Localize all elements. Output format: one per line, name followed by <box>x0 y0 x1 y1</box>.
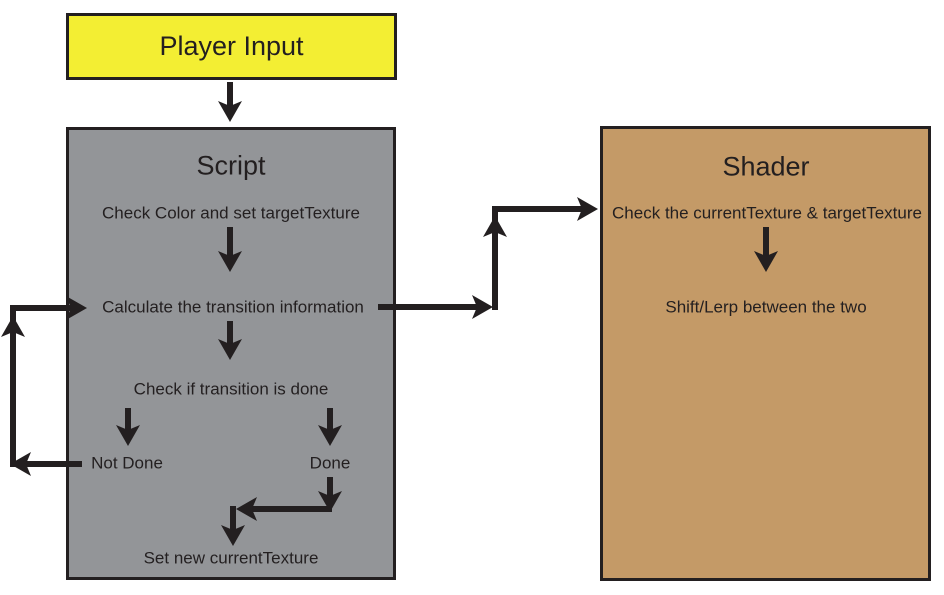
step-shift-lerp: Shift/Lerp between the two <box>665 297 867 317</box>
script-title: Script <box>196 150 266 181</box>
shader-title: Shader <box>722 151 810 182</box>
player-input-node: Player Input <box>66 13 397 80</box>
step-check-done: Check if transition is done <box>133 379 329 399</box>
script-node <box>66 127 396 580</box>
arrow-calculate-to-shader <box>378 197 598 319</box>
step-check-textures: Check the currentTexture & targetTexture <box>612 203 922 223</box>
player-input-label: Player Input <box>159 31 304 61</box>
step-set-new: Set new currentTexture <box>143 548 319 568</box>
step-not-done: Not Done <box>91 453 163 473</box>
step-check-color: Check Color and set targetTexture <box>102 203 360 223</box>
step-done: Done <box>309 453 351 473</box>
arrow-player-to-script <box>218 82 242 122</box>
shader-node <box>600 126 931 581</box>
step-calculate: Calculate the transition information <box>102 297 364 317</box>
